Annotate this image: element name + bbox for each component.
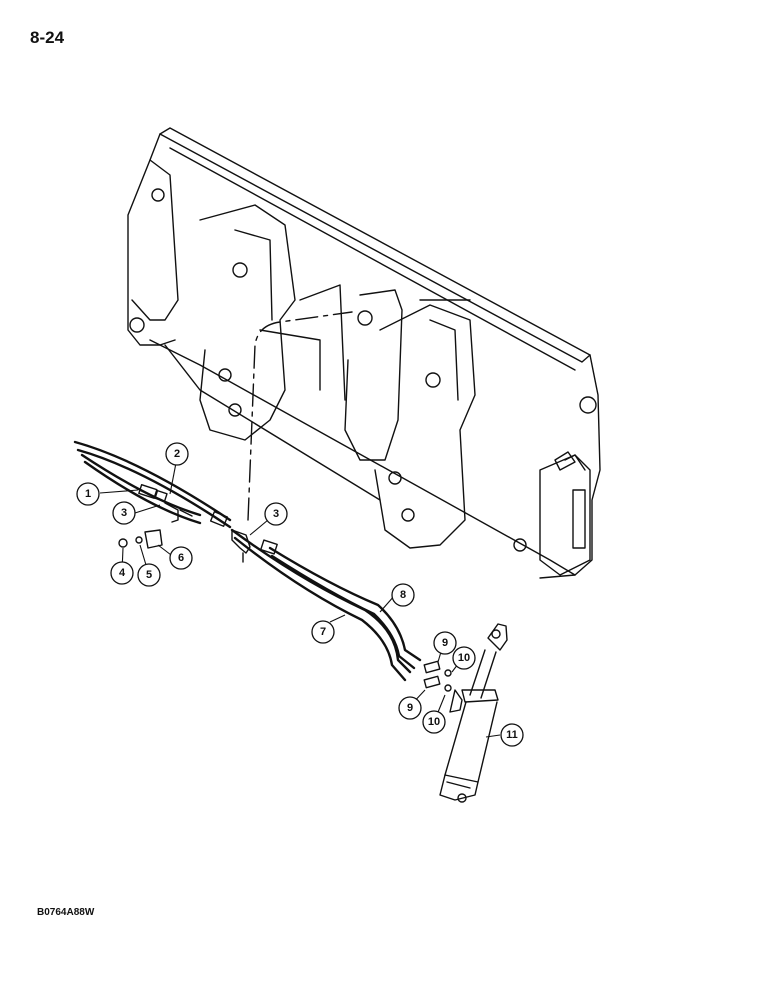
hose-7-8 [230, 528, 422, 682]
svg-text:4: 4 [119, 567, 126, 579]
svg-text:2: 2 [174, 448, 180, 460]
fitting-upper-left [138, 484, 229, 527]
svg-text:10: 10 [458, 652, 470, 664]
reference-code: B0764A88W [37, 907, 95, 918]
hose-1-upper [73, 440, 232, 529]
callout-7: 7 [311, 620, 335, 644]
hydraulic-cylinder [439, 623, 508, 803]
callout-5: 5 [137, 563, 161, 587]
callout-6: 6 [169, 546, 193, 570]
clamp-parts [118, 529, 163, 549]
svg-text:6: 6 [178, 552, 184, 564]
callout-3-right: 3 [264, 502, 288, 526]
svg-text:9: 9 [442, 637, 448, 649]
svg-text:5: 5 [146, 569, 152, 581]
svg-text:7: 7 [320, 626, 326, 638]
callout-11: 11 [500, 723, 524, 747]
tee-fitting-3 [231, 529, 278, 563]
callout-4: 4 [110, 561, 134, 585]
callout-1: 1 [76, 482, 100, 506]
svg-text:9: 9 [407, 702, 413, 714]
svg-text:10: 10 [428, 716, 440, 728]
callout-3-left: 3 [112, 501, 136, 525]
svg-text:1: 1 [85, 488, 91, 500]
hose-2 [80, 453, 202, 525]
callout-9-upper: 9 [433, 631, 457, 655]
callout-2: 2 [165, 442, 189, 466]
svg-text:11: 11 [506, 729, 518, 741]
callout-10-upper: 10 [452, 646, 476, 670]
port-fittings [423, 660, 452, 692]
callout-10-lower: 10 [422, 710, 446, 734]
loader-bucket [127, 127, 601, 579]
leader-line [247, 311, 353, 521]
svg-text:8: 8 [400, 589, 406, 601]
callout-8: 8 [391, 583, 415, 607]
page-number: 8-24 [30, 28, 65, 47]
svg-text:3: 3 [121, 507, 127, 519]
svg-text:3: 3 [273, 508, 279, 520]
callout-9-lower: 9 [398, 696, 422, 720]
